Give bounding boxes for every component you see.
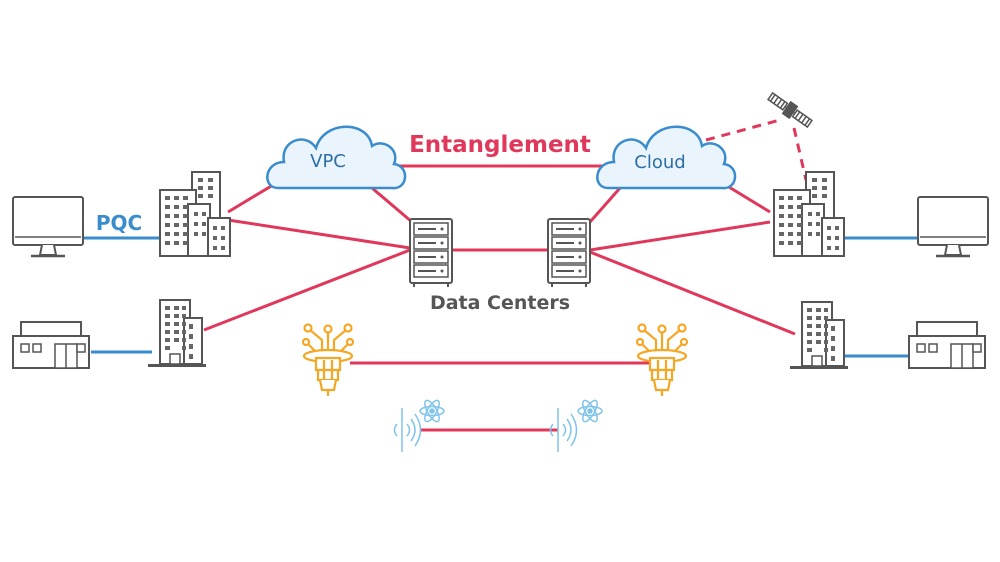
pqc-links	[83, 236, 917, 358]
cloud-label: Cloud	[634, 152, 685, 173]
link-vpc-dc-left	[371, 186, 413, 224]
monitor-icon	[916, 195, 990, 258]
link-satellite-office	[792, 127, 808, 181]
link-cloud-office-right	[723, 182, 771, 214]
storefront-icon	[12, 321, 90, 369]
monitor-icon	[11, 195, 85, 258]
skyscraper-icon	[789, 301, 849, 370]
satellite-icon	[765, 89, 815, 131]
pqc-label: PQC	[96, 211, 142, 235]
office-building-icon	[159, 171, 231, 257]
link-dc-right-cloud	[588, 187, 622, 223]
link-dc-right-tower	[589, 250, 796, 336]
atom-icon	[577, 397, 603, 425]
link-dc-right-office	[589, 220, 771, 252]
signal-emitter-icon	[393, 407, 422, 453]
server-rack-icon	[409, 218, 453, 288]
link-cloud-satellite	[705, 118, 781, 142]
entanglement-links	[203, 118, 808, 432]
link-tower-dc-left	[203, 248, 411, 332]
entanglement-label: Entanglement	[409, 132, 591, 158]
storefront-icon	[908, 321, 986, 369]
skyscraper-icon	[147, 299, 207, 368]
link-office-dc-left	[227, 218, 411, 250]
vpc-label: VPC	[310, 151, 346, 172]
atom-icon	[419, 397, 445, 425]
quantum-computer-icon	[301, 323, 355, 398]
data-centers-label: Data Centers	[430, 292, 570, 314]
office-building-icon	[773, 171, 845, 257]
server-rack-icon	[547, 218, 591, 288]
quantum-computer-icon	[635, 323, 689, 398]
